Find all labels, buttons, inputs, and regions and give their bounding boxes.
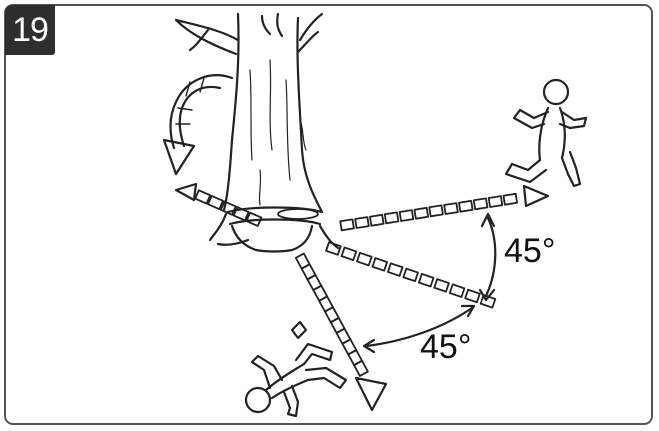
escape-path-down-segment bbox=[353, 359, 369, 377]
escape-path-diagonal-segment bbox=[402, 267, 419, 283]
escape-path-down-segment bbox=[318, 295, 334, 313]
escape-path-diagonal-segment bbox=[464, 288, 481, 304]
angle-label-lower: 45° bbox=[420, 328, 472, 366]
tree-trunk bbox=[174, 12, 340, 253]
escape-paths bbox=[194, 189, 518, 377]
escape-path-left-segment bbox=[207, 194, 224, 211]
escape-path-down-segment bbox=[347, 349, 363, 367]
angle-label-upper: 45° bbox=[504, 232, 556, 270]
escape-path-left-segment bbox=[245, 211, 263, 227]
down-path-arrowhead bbox=[354, 376, 388, 412]
left-path-arrowhead bbox=[174, 182, 198, 202]
fall-direction-arrow bbox=[162, 74, 234, 176]
escape-path-diagonal-segment bbox=[340, 246, 358, 261]
escape-path-down-segment bbox=[294, 252, 311, 270]
escape-path-diagonal-segment bbox=[325, 241, 342, 256]
escape-path-right-segment bbox=[354, 216, 370, 229]
escape-path-diagonal-segment bbox=[356, 251, 373, 267]
escape-path-right-segment bbox=[369, 213, 385, 227]
escape-path-right-segment bbox=[487, 195, 504, 208]
escape-path-down-segment bbox=[306, 274, 323, 292]
escape-path-right-segment bbox=[458, 199, 474, 213]
escape-path-right-segment bbox=[339, 218, 355, 232]
escape-path-down-segment bbox=[335, 327, 352, 345]
escape-path-left-segment bbox=[232, 206, 250, 222]
escape-path-right-segment bbox=[443, 202, 459, 215]
escape-path-diagonal-segment bbox=[448, 283, 466, 298]
escape-path-right-segment bbox=[398, 209, 415, 222]
escape-path-right-segment bbox=[428, 204, 444, 218]
right-path-arrowhead bbox=[522, 184, 550, 208]
escape-path-down-segment bbox=[341, 338, 358, 356]
escape-path-right-segment bbox=[502, 192, 518, 206]
angle-arc-upper bbox=[478, 212, 497, 302]
escape-path-diagonal-segment bbox=[371, 257, 389, 272]
escape-path-down-segment bbox=[323, 306, 340, 324]
escape-path-right-segment bbox=[413, 206, 429, 220]
escape-path-right-segment bbox=[383, 211, 400, 225]
escape-path-left-segment bbox=[219, 200, 237, 216]
escape-path-down-segment bbox=[329, 316, 346, 334]
running-person-right bbox=[504, 78, 588, 188]
escape-path-diagonal-segment bbox=[433, 278, 450, 293]
escape-path-left-segment bbox=[194, 189, 212, 205]
escape-path-down-segment bbox=[312, 284, 329, 302]
escape-path-right-segment bbox=[472, 197, 489, 211]
escape-path-diagonal-segment bbox=[386, 262, 404, 277]
angle-arc-lower bbox=[362, 304, 476, 354]
escape-path-diagonal-segment bbox=[417, 272, 435, 288]
figure-number-badge: 19 bbox=[5, 5, 55, 55]
figure-frame bbox=[4, 4, 653, 425]
escape-path-down-segment bbox=[300, 263, 317, 281]
running-person-left bbox=[244, 320, 348, 418]
